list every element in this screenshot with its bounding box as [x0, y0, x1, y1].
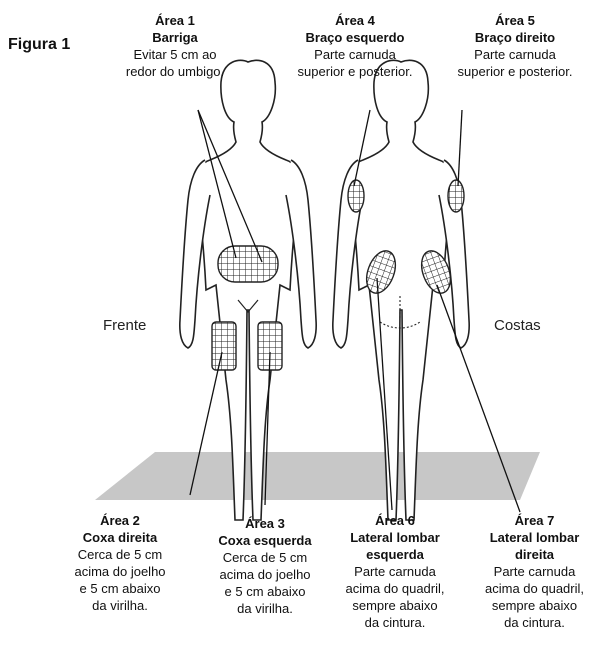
front-belly-site — [218, 246, 278, 282]
back-label: Costas — [494, 317, 541, 334]
front-right-thigh-site — [212, 322, 236, 370]
back-body — [333, 60, 469, 520]
back-right-arm-site — [448, 180, 464, 212]
figure-title: Figura 1 — [8, 36, 70, 54]
back-left-arm-site — [348, 180, 364, 212]
floor-shadow — [95, 452, 540, 500]
front-label: Frente — [103, 317, 146, 334]
